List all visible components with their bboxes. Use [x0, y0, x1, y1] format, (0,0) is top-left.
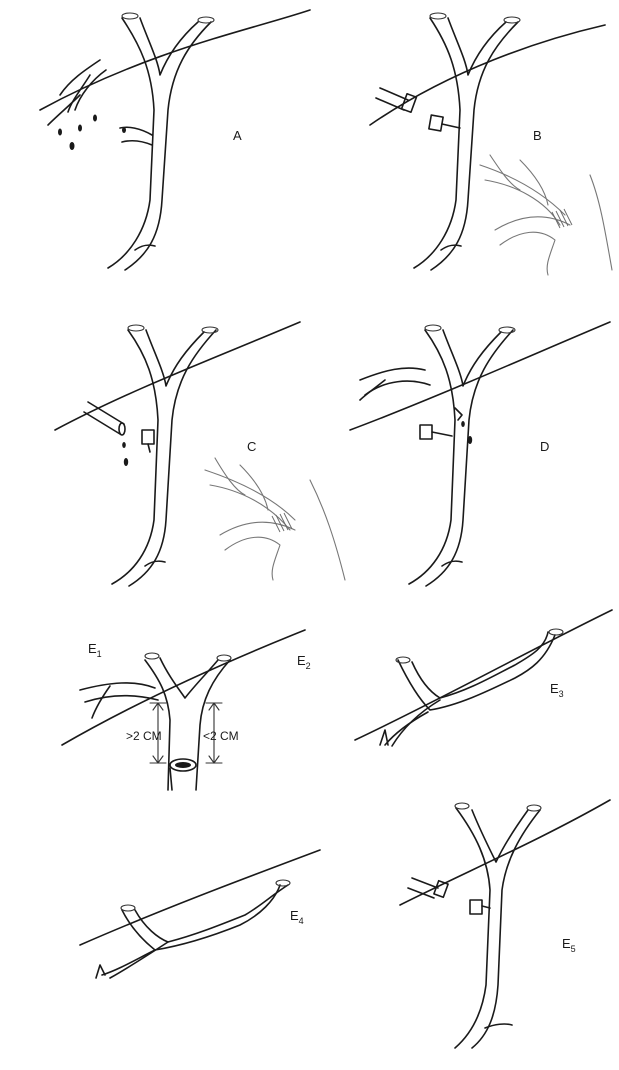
label-e5: E5 [562, 936, 576, 954]
label-b: B [533, 128, 542, 143]
panel-e5: E5 [400, 800, 610, 1048]
label-e3: E3 [550, 681, 564, 699]
measurement-left: >2 CM [126, 729, 162, 743]
label-c: C [247, 439, 256, 454]
panel-e1-e2: >2 CM <2 CM E1 E2 [62, 630, 311, 790]
panel-b: B [370, 13, 612, 275]
label-e2: E2 [297, 653, 311, 671]
measurement-right: <2 CM [203, 729, 239, 743]
panel-e3: E3 [355, 610, 612, 746]
label-e4: E4 [290, 908, 304, 926]
panel-e4: E4 [80, 850, 320, 978]
panel-a: A [40, 10, 310, 270]
panel-c: C [55, 322, 345, 586]
label-e1: E1 [88, 641, 102, 659]
panel-d: D [350, 322, 610, 586]
label-d: D [540, 439, 549, 454]
label-a: A [233, 128, 242, 143]
